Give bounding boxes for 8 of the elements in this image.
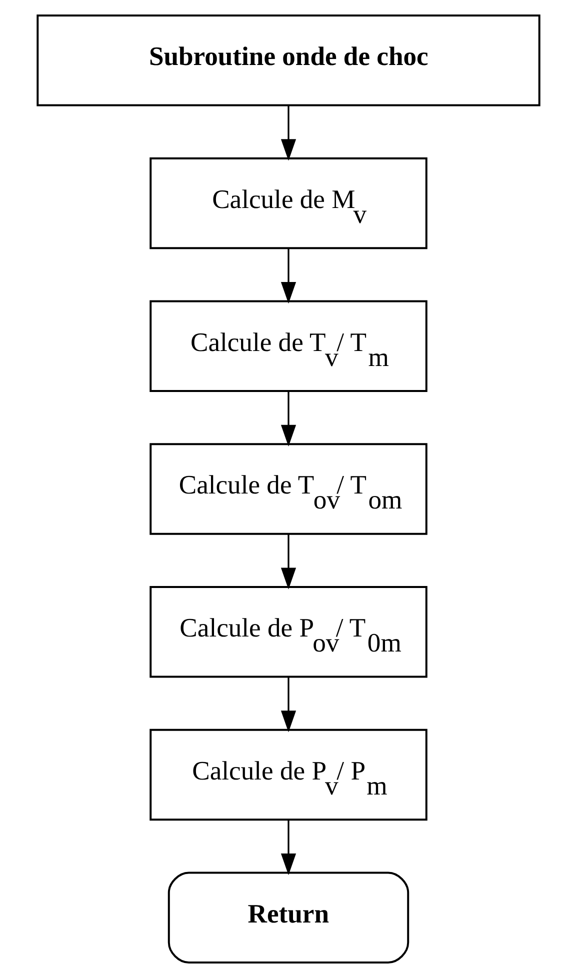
arrow [280, 534, 296, 590]
node-box: Subroutine onde de choc [36, 14, 540, 106]
arrow [280, 105, 296, 161]
arrow [280, 391, 296, 446]
arrow [280, 248, 296, 304]
arrow [280, 676, 296, 732]
node-box: Return [167, 872, 409, 964]
arrow [280, 820, 296, 876]
